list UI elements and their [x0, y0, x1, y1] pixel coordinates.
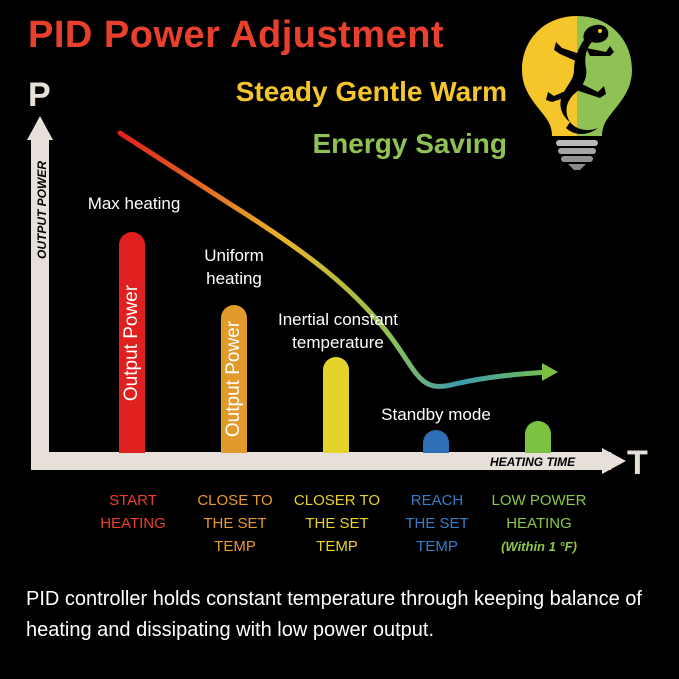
stage-line: LOW POWER [491, 492, 587, 509]
stage-line: HEATING [100, 515, 166, 532]
stage-line: TEMP [214, 538, 256, 555]
power-bar-2 [221, 305, 247, 453]
lizard-bulb-icon [522, 16, 632, 170]
curve-line [117, 130, 551, 389]
stage-line: TEMP [416, 538, 458, 555]
bar-annotation-4: Standby mode [351, 403, 521, 426]
x-axis-label: HEATING TIME [490, 455, 576, 469]
stage-line: START [109, 492, 157, 509]
stage-label-2: CLOSE TO THE SET TEMP [180, 489, 290, 558]
bar-annotation-1: Max heating [49, 192, 219, 215]
bulb-tip [568, 164, 586, 170]
x-axis-bar [31, 452, 611, 470]
annotation-line: Max heating [87, 194, 181, 213]
stage-label-1: START HEATING [78, 489, 188, 535]
power-bar-5 [525, 421, 551, 453]
caption-text: PID controller holds constant temperatur… [26, 588, 642, 641]
bulb-base-ring-2 [558, 148, 596, 154]
stage-label-4: REACH THE SET TEMP [382, 489, 492, 558]
curve-arrowhead [542, 363, 558, 381]
subtitle-steady: Steady Gentle Warm [235, 76, 507, 107]
subtitle-energy: Energy Saving [312, 128, 507, 159]
stage-line: REACH [410, 492, 464, 509]
power-bar-3 [323, 357, 349, 453]
annotation-line: Uniform [204, 246, 264, 265]
stage-line: HEATING [506, 515, 572, 532]
annotation-line: Standby mode [381, 405, 491, 424]
stage-line: THE SET [405, 515, 469, 532]
bar-annotation-2: Uniform heating [149, 244, 319, 290]
annotation-line: heating [206, 269, 262, 288]
power-bar-4 [423, 430, 449, 453]
axis-y-letter: P [28, 76, 51, 114]
stage-label-3: CLOSER TO THE SET TEMP [282, 489, 392, 558]
stage-label-5: LOW POWER HEATING (Within 1 °F) [484, 489, 594, 558]
bar-label-output-power: Output Power [223, 320, 244, 438]
stage-line: CLOSE TO [197, 492, 273, 509]
lizard-shape [546, 24, 614, 134]
stage-line: THE SET [203, 515, 267, 532]
axis-x-letter: T [627, 444, 648, 482]
bar-annotation-3: Inertial constant temperature [253, 308, 423, 354]
stage-line: CLOSER TO [293, 492, 381, 509]
annotation-line: Inertial constant [277, 310, 398, 329]
bulb-base-ring-3 [561, 156, 593, 162]
y-axis-bar [31, 135, 49, 470]
stage-note: (Within 1 °F) [501, 539, 577, 554]
bulb-base-ring-1 [556, 140, 598, 146]
bar-label-output-power: Output Power [121, 284, 142, 401]
x-axis-arrow [602, 448, 626, 474]
page-title: PID Power Adjustment [28, 14, 445, 56]
stage-line: THE SET [305, 515, 369, 532]
y-axis-arrow [27, 116, 53, 140]
annotation-line: temperature [292, 333, 384, 352]
power-bar-1 [119, 232, 145, 453]
stage-line: TEMP [316, 538, 358, 555]
